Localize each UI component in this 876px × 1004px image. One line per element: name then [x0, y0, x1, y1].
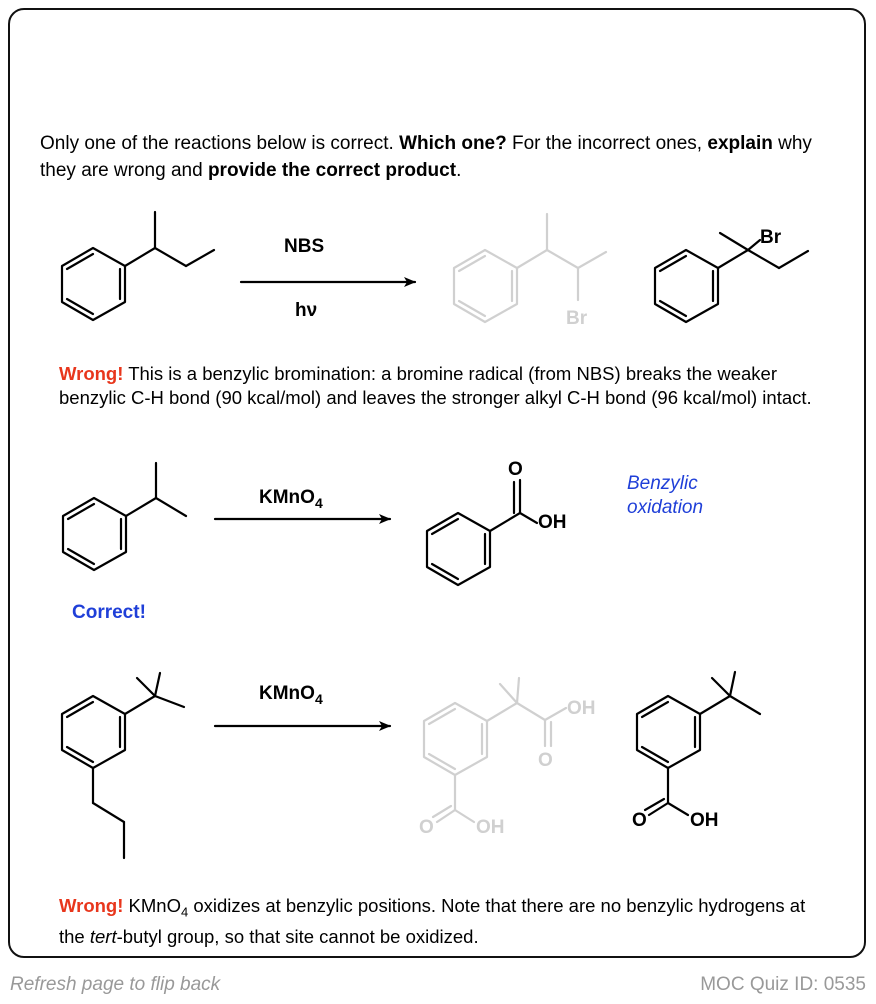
reaction1-correct-product — [653, 231, 810, 324]
prompt-text: Only one of the reactions below is corre… — [40, 133, 400, 154]
reaction1-correct-br-label: Br — [760, 227, 782, 248]
reaction1-verdict: Wrong! — [59, 363, 124, 384]
prompt-bold-provide: provide the correct product — [207, 160, 457, 181]
reaction2-note: Benzylic oxidation — [627, 472, 703, 520]
reaction3-text: oxidizes at benzylic positions. Note tha… — [59, 895, 806, 947]
reaction3-wrong-o-bottom: O — [419, 817, 434, 838]
reaction3-explanation: Wrong! KMnO4 oxidizes at benzylic positi… — [59, 894, 829, 949]
prompt-bold-explain: explain — [707, 133, 773, 154]
reaction3-wrong-product — [422, 676, 568, 824]
reaction3-text: KMnO — [123, 895, 181, 916]
reaction1-explanation: Wrong! This is a benzylic bromination: a… — [59, 362, 829, 410]
reaction1-wrong-product — [452, 212, 608, 324]
reaction3-correct-product — [635, 670, 762, 817]
reaction3-text-sub: 4 — [180, 904, 189, 920]
reaction2-starting-material — [61, 461, 188, 572]
reaction2-product — [425, 478, 539, 587]
reaction2-product-oh: OH — [538, 512, 567, 533]
question-prompt: Only one of the reactions below is corre… — [40, 130, 830, 184]
reaction1-reagent-hv: hν — [295, 300, 317, 321]
reaction2-note-line2: oxidation — [627, 497, 704, 518]
quiz-card — [8, 8, 866, 958]
prompt-text: why they are wrong and — [40, 133, 812, 181]
reaction1-wrong-br-label: Br — [566, 308, 588, 329]
reaction3-correct-oh: OH — [690, 810, 719, 831]
reaction2-reagent: KMnO4 — [259, 487, 323, 511]
prompt-text: For the incorrect ones, — [506, 133, 708, 154]
reaction1-reagent-nbs: NBS — [284, 236, 324, 257]
reaction1-explanation-text: This is a benzylic bromination: a bromin… — [59, 363, 812, 408]
reaction3-text-italic: tert — [89, 925, 117, 947]
reaction3-wrong-oh-bottom: OH — [476, 817, 505, 838]
reaction2-product-o: O — [508, 459, 523, 480]
flip-back-hint: Refresh page to flip back — [10, 974, 221, 995]
reaction3-starting-material — [60, 671, 186, 860]
reaction3-verdict: Wrong! — [59, 895, 124, 916]
reaction3-wrong-o-top: O — [538, 750, 553, 771]
reaction3-correct-o: O — [632, 810, 647, 831]
reaction3-text: -butyl group, so that site cannot be oxi… — [116, 925, 479, 947]
reaction2-verdict: Correct! — [72, 602, 146, 623]
reaction1-starting-material — [60, 210, 216, 322]
prompt-text: . — [456, 160, 462, 181]
reaction2-note-line1: Benzylic — [627, 473, 698, 494]
reaction3-reagent: KMnO4 — [259, 683, 323, 707]
quiz-id: MOC Quiz ID: 0535 — [700, 974, 866, 995]
prompt-bold-which: Which one? — [399, 133, 507, 154]
reaction3-wrong-oh-top: OH — [567, 698, 596, 719]
